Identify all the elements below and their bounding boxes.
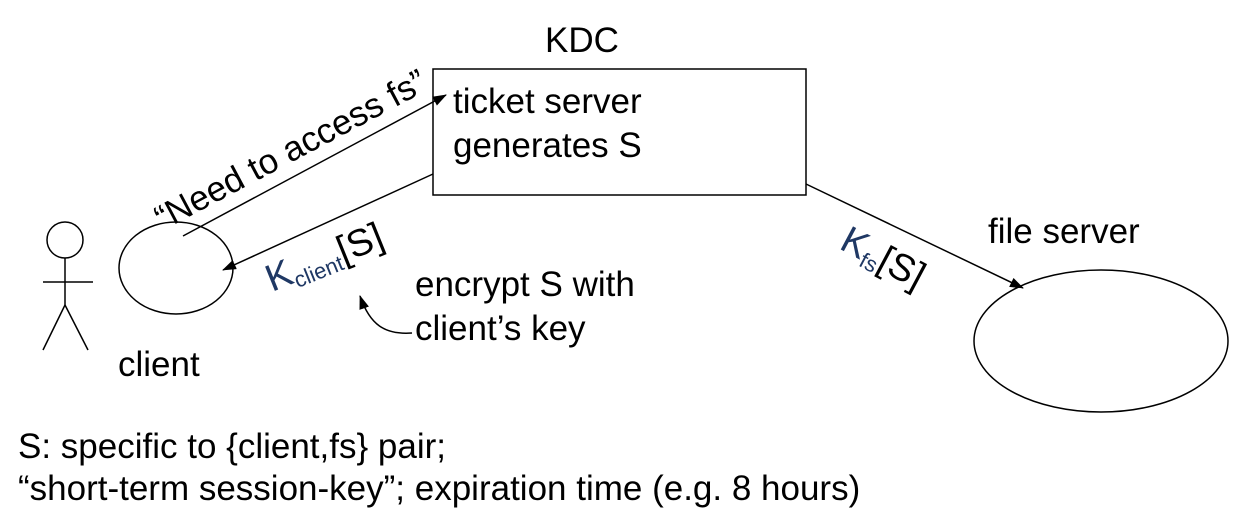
client-key-subscript: client	[290, 250, 347, 292]
kdc-line-generates: generates S	[453, 126, 642, 165]
footer-line2: “short-term session-key”; expiration tim…	[18, 469, 860, 508]
client-ticket-arrow	[222, 173, 434, 271]
annotation-line1: encrypt S with	[415, 265, 635, 304]
annotation-pointer-arrow	[359, 295, 413, 334]
client-node	[118, 221, 234, 315]
fs-ticket-arrow	[805, 183, 1024, 289]
kdc-box	[432, 68, 807, 196]
fs-key-suffix: [S]	[871, 239, 932, 298]
request-message-label: “Need to access fs”	[148, 62, 433, 238]
file-server-node	[973, 269, 1229, 413]
annotation-line2: client’s key	[415, 309, 586, 348]
request-arrow	[182, 94, 447, 237]
footer-line1: S: specific to {client,fs} pair;	[18, 427, 446, 466]
fs-key-message: Kfs[S]	[833, 219, 932, 300]
kdc-title: KDC	[545, 21, 619, 60]
user-figure-icon	[42, 221, 93, 351]
file-server-label: file server	[988, 212, 1140, 251]
kdc-line-ticket-server: ticket server	[453, 82, 642, 121]
client-key-message: Kclient[S]	[260, 215, 391, 302]
client-label: client	[118, 345, 200, 384]
